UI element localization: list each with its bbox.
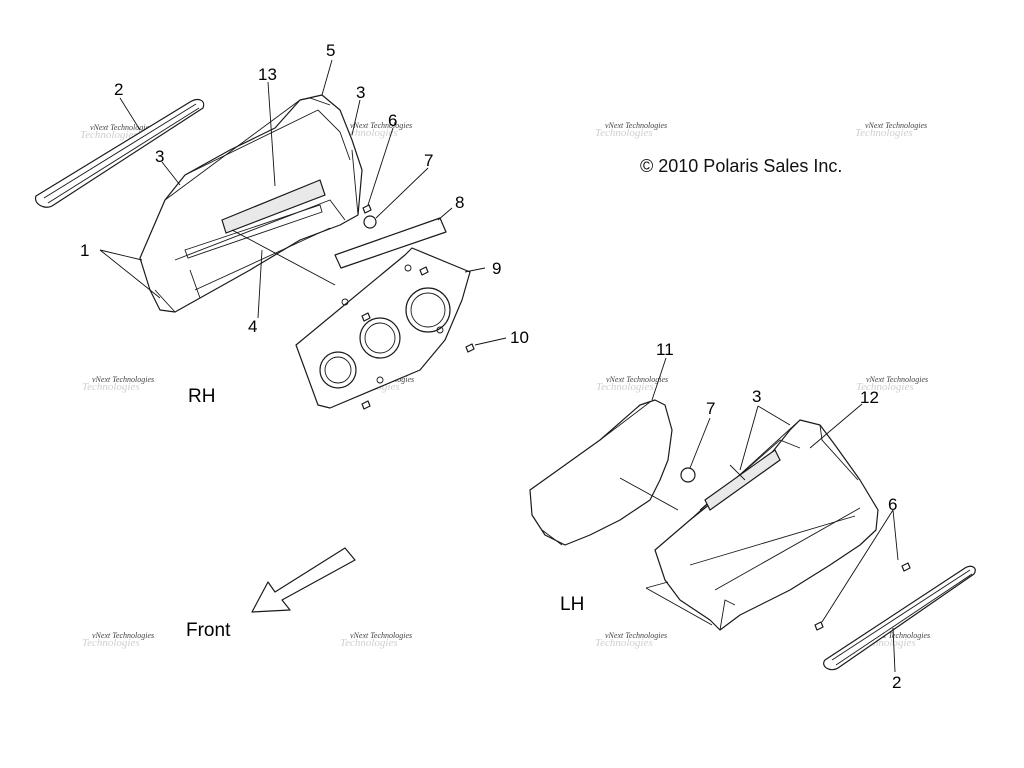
callout-label: 12 — [860, 388, 879, 407]
watermark-text: vNext Technologies — [868, 631, 930, 640]
screw-icon — [361, 400, 371, 410]
watermark-back-text: Technologies — [596, 381, 654, 393]
watermark: Technologies vNext Technologies — [82, 375, 154, 393]
screw-icon — [361, 312, 371, 322]
lh-label: LH — [560, 594, 584, 615]
callout-label: 4 — [248, 317, 257, 336]
watermark-back-text: Technologies — [856, 381, 914, 393]
callout-label: 3 — [356, 83, 365, 102]
screw-icon — [362, 204, 372, 214]
watermark-text: vNext Technologies — [605, 631, 667, 640]
rh-callouts: 2 13 5 3 6 3 7 8 1 9 4 10 — [80, 41, 529, 347]
watermark: Technologies vNext Technologies — [596, 375, 668, 393]
callout-label: 6 — [388, 111, 397, 130]
callout-label: 10 — [510, 328, 529, 347]
watermark-text: vNext Technologies — [350, 121, 412, 130]
callout-label: 2 — [114, 80, 123, 99]
watermark: Technologies vNext Technologies — [80, 123, 152, 141]
watermark-back-text: Technologies — [855, 127, 913, 139]
copyright-text: © 2010 Polaris Sales Inc. — [640, 156, 842, 176]
watermark: Technologies vNext Technologies — [595, 631, 667, 649]
screw-icon — [901, 562, 911, 572]
watermark-text: vNext Technologies — [350, 631, 412, 640]
callout-label: 5 — [326, 41, 335, 60]
screw-icon — [465, 343, 475, 353]
watermark-text: vNext Technologies — [92, 375, 154, 384]
lh-grommet-icon — [680, 467, 696, 483]
watermark-text: vNext Technologies — [605, 121, 667, 130]
callout-label: 3 — [155, 147, 164, 166]
rh-leader-lines — [99, 59, 507, 346]
lh-gauge-housing — [654, 419, 879, 631]
lh-callouts: 11 7 3 12 6 2 — [656, 340, 901, 692]
watermark: Technologies vNext Technologies — [340, 631, 412, 649]
callout-label: 1 — [80, 241, 89, 260]
rh-gauge-housing — [139, 94, 363, 313]
watermark: Technologies vNext Technologies — [82, 631, 154, 649]
callout-label: 7 — [424, 151, 433, 170]
callout-label: 7 — [706, 399, 715, 418]
callout-label: 3 — [752, 387, 761, 406]
front-direction-arrow-icon — [251, 547, 356, 613]
front-label: Front — [186, 620, 231, 641]
watermark: Technologies vNext Technologies — [595, 121, 667, 139]
callout-label: 8 — [455, 193, 464, 212]
watermark-text: vNext Technologies — [92, 631, 154, 640]
rh-lens — [184, 204, 323, 259]
lh-fasteners — [814, 562, 911, 631]
watermark-back-text: Technologies — [595, 127, 653, 139]
rh-gauge-bezel — [295, 247, 471, 409]
callout-label: 2 — [892, 673, 901, 692]
callout-label: 9 — [492, 259, 501, 278]
watermark-back-text: Technologies — [340, 127, 398, 139]
grommet-icon — [363, 215, 377, 229]
screw-icon — [419, 266, 429, 276]
callout-label: 11 — [656, 340, 674, 359]
rh-trim-strip — [34, 98, 205, 208]
watermark-back-text: Technologies — [80, 129, 138, 141]
rh-label: RH — [188, 386, 215, 407]
rh-gasket-strip — [334, 217, 447, 269]
callout-label: 6 — [888, 495, 897, 514]
watermark-text: vNext Technologies — [606, 375, 668, 384]
watermark: Technologies vNext Technologies — [855, 121, 927, 139]
callout-label: 13 — [258, 65, 277, 84]
watermark-back-text: Technologies — [340, 637, 398, 649]
lh-trim-strip — [823, 565, 976, 671]
watermark-back-text: Technologies — [82, 637, 140, 649]
watermark-back-text: Technologies — [595, 637, 653, 649]
watermark-text: vNext Technologies — [865, 121, 927, 130]
watermark-text: vNext Technologies — [866, 375, 928, 384]
lh-leader-lines — [619, 357, 899, 673]
watermark-text: vNext Technologies — [90, 123, 152, 132]
lh-cover-pad — [529, 399, 673, 546]
watermark: Technologies vNext Technologies — [856, 375, 928, 393]
rh-fasteners — [361, 204, 475, 410]
watermark: Technologies vNext Technologies — [340, 121, 412, 139]
screw-icon — [814, 621, 824, 631]
watermark-back-text: Technologies — [82, 381, 140, 393]
